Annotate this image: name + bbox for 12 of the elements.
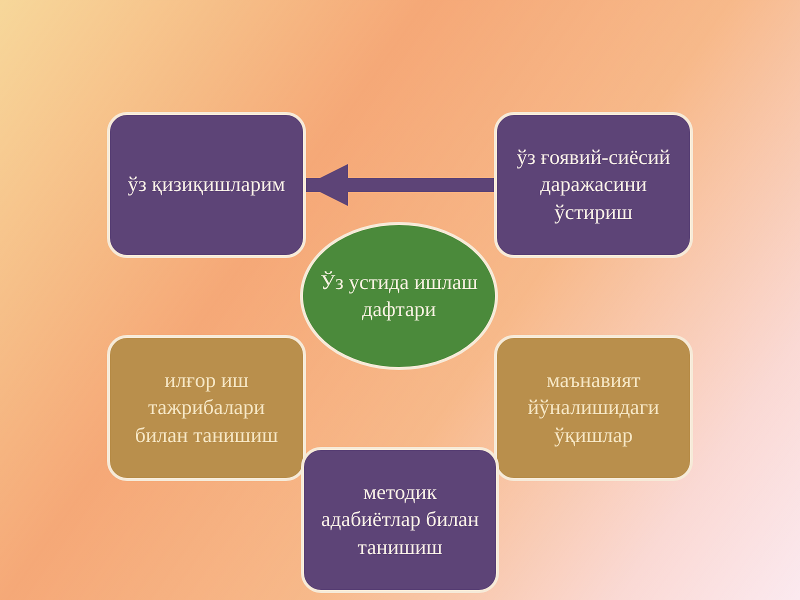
topic-box — [107, 112, 306, 258]
node-text: илғор иш тажрибалари билан танишиш — [134, 367, 280, 449]
arrow — [306, 164, 494, 206]
node-text: ўз ғоявий-сиёсий даражасини ўстириш — [516, 144, 672, 226]
topic-box — [494, 112, 693, 258]
topic-box — [107, 335, 306, 481]
topic-box — [301, 447, 499, 593]
node-text: Ўз устида ишлаш дафтари — [319, 268, 479, 323]
node-text: маънавият йўналишидаги ўқишлар — [526, 367, 660, 449]
node-text: методик адабиётлар билан танишиш — [320, 479, 480, 561]
node-text: ўз қизиқишларим — [128, 171, 286, 198]
topic-box — [494, 335, 693, 481]
